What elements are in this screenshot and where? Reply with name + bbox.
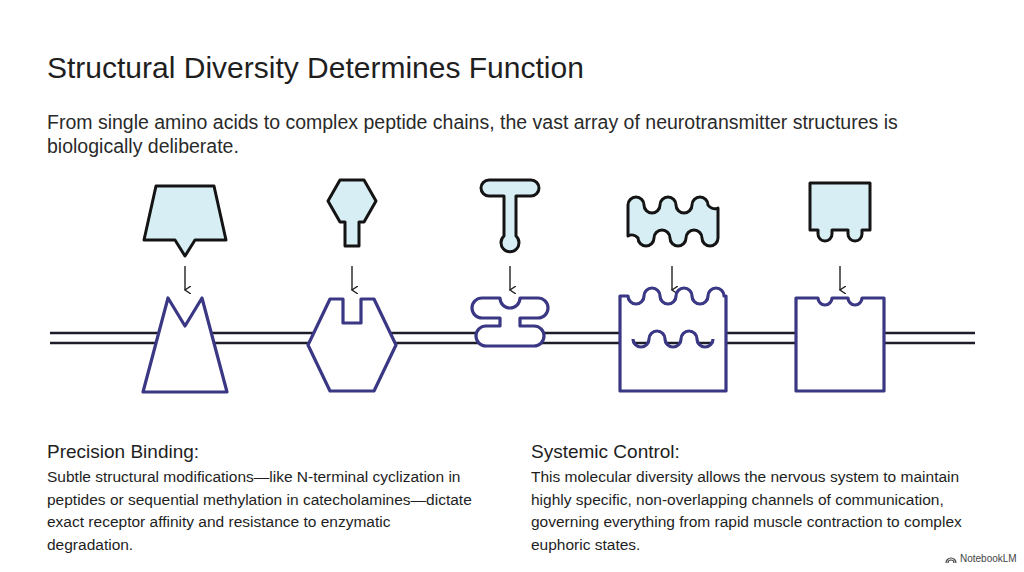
ligand-shape <box>481 180 539 252</box>
section-body: Subtle structural modifications—like N-t… <box>47 466 477 556</box>
ligand-shape <box>144 186 226 256</box>
section-heading: Precision Binding: <box>47 440 487 464</box>
watermark-icon <box>946 558 956 563</box>
receptor-shape <box>620 288 726 391</box>
section-heading: Systemic Control: <box>531 440 981 464</box>
watermark: NotebookLM <box>960 553 1017 565</box>
subtitle-caption: From single amino acids to complex pepti… <box>47 110 982 158</box>
binding-arrows <box>185 266 840 290</box>
receptor-shape <box>143 298 227 392</box>
ligand-shape <box>628 197 718 246</box>
receptor-shape <box>472 298 548 346</box>
ligand-shape <box>328 180 376 246</box>
section-body: This molecular diversity allows the nerv… <box>531 466 986 556</box>
diagram-title: Structural Diversity Determines Function <box>47 50 947 86</box>
ligand-shape <box>810 183 870 241</box>
receptor-shape <box>308 299 396 391</box>
receptor-shape <box>796 298 884 391</box>
